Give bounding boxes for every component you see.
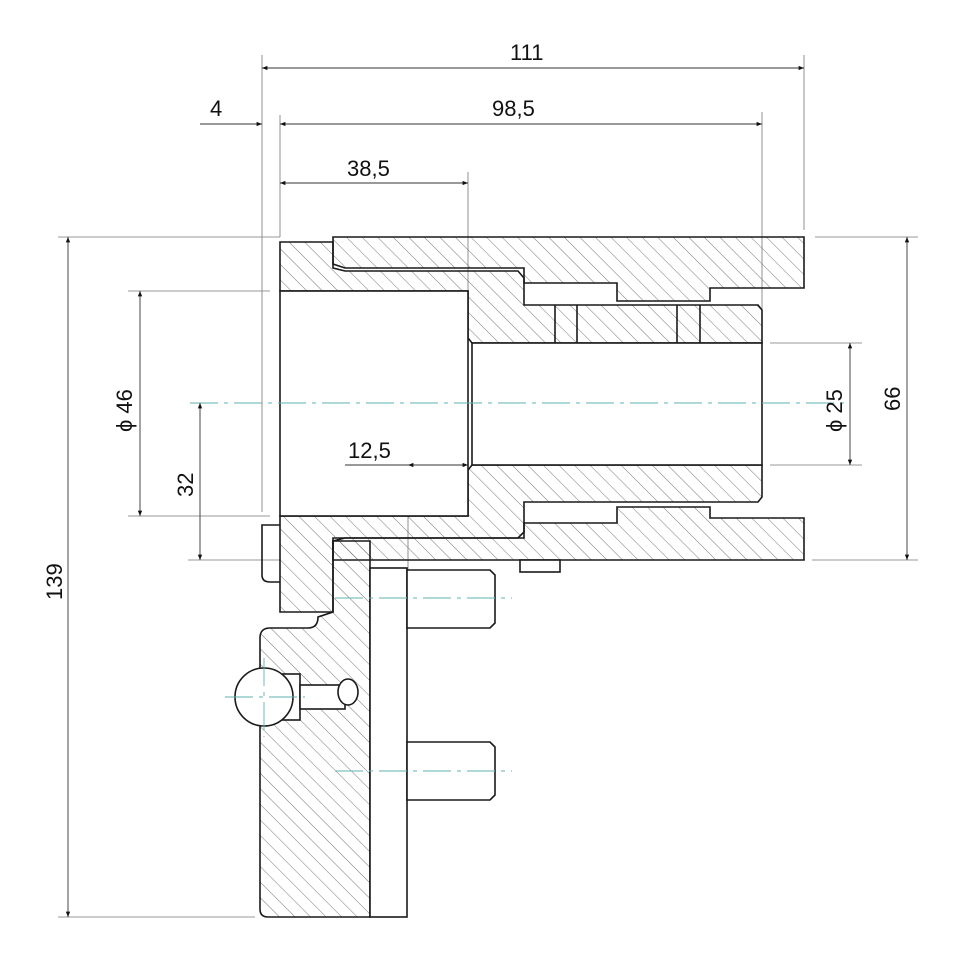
dim-bore-depth: 38,5 [347,156,390,181]
inner-body [279,241,763,613]
bracket [259,524,408,918]
dim-offset: 4 [210,96,222,121]
dim-bore-diameter: ϕ 46 [112,389,137,432]
ball-handle [234,667,359,727]
dim-body-height: 66 [880,387,905,411]
dim-shoulder: 12,5 [348,438,391,463]
pin-upper [406,569,496,629]
dim-body-length: 98,5 [492,96,535,121]
set-screw [519,559,561,573]
mounting-plate [369,567,408,918]
small-bore [471,342,763,466]
centerlines [190,402,850,772]
outer-sleeve [332,236,805,573]
large-bore [279,290,469,517]
locating-pins [406,569,496,801]
dim-small-bore-diameter: ϕ 25 [822,389,847,432]
dim-center-height: 32 [173,473,198,497]
dim-overall-height: 139 [42,563,67,600]
dim-overall-length: 111 [510,40,543,65]
dimension-lines [65,65,910,917]
